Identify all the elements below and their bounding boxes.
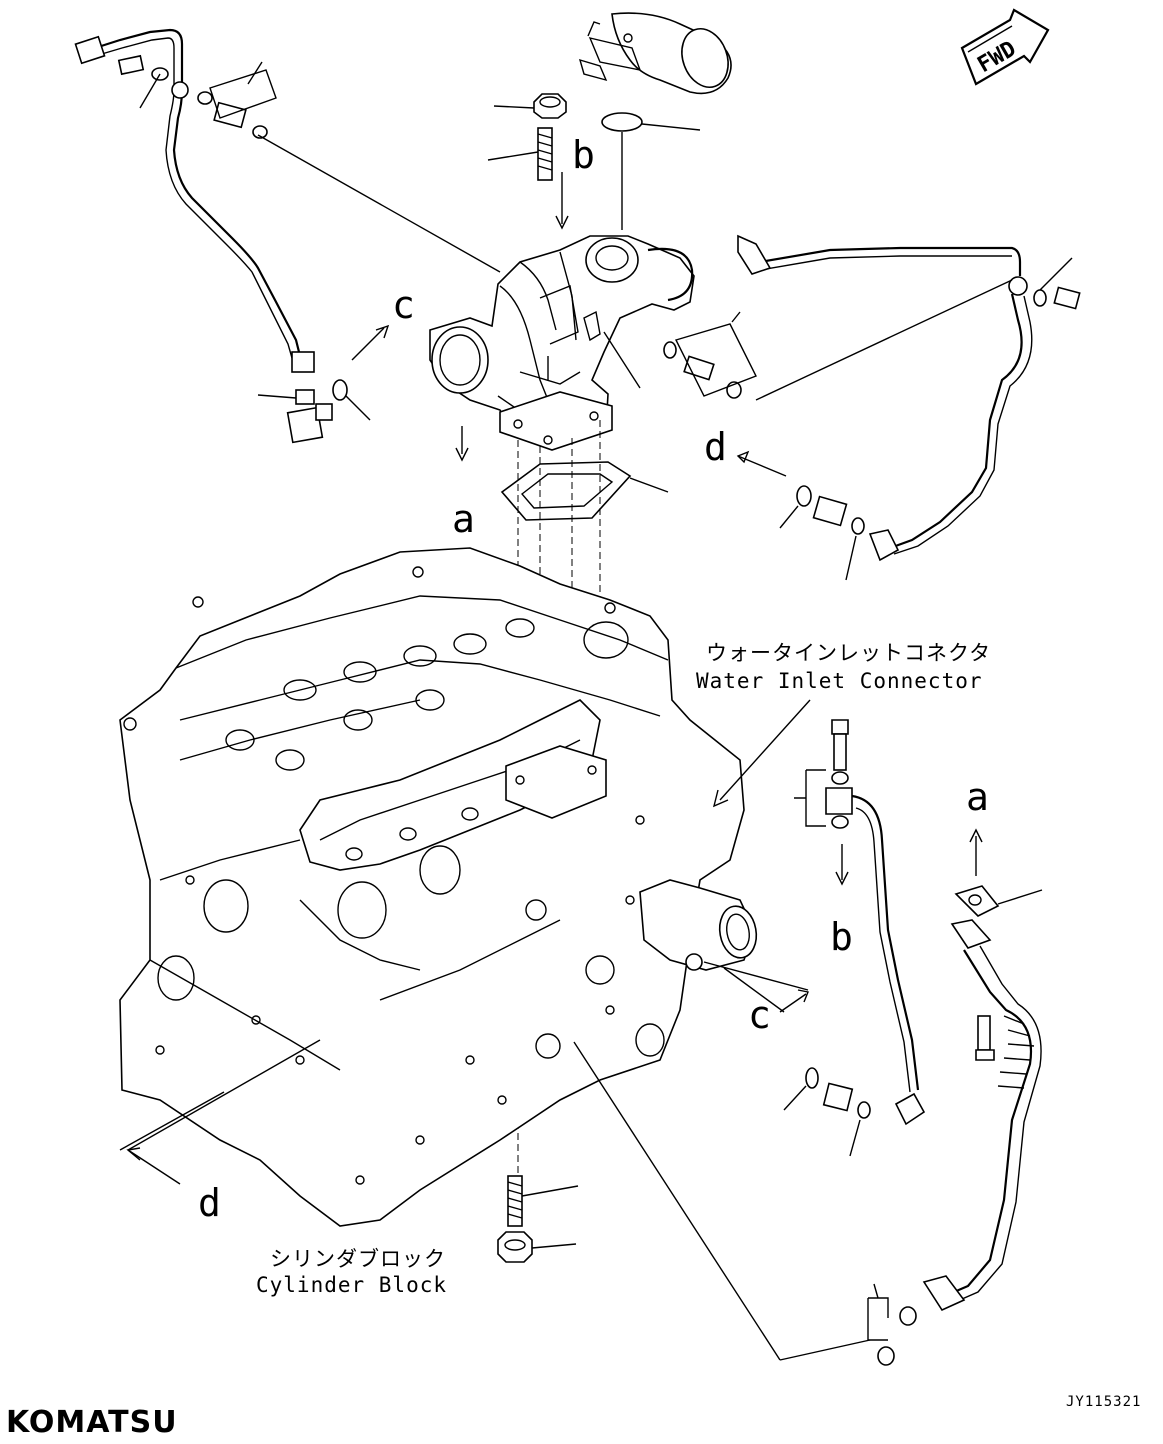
view-label-c-left: c	[392, 283, 415, 327]
intake-elbow-hose	[578, 12, 732, 95]
cylinder-block	[119, 547, 809, 1361]
turbo-stud-bottom	[497, 1175, 579, 1263]
forward-arrow-tag: FWD	[960, 8, 1050, 86]
water-tube-right	[783, 719, 926, 1157]
turbocharger	[257, 134, 695, 451]
view-label-a-top: a	[452, 497, 475, 541]
view-label-c-bottom: c	[748, 993, 771, 1037]
oil-pipe-right	[663, 234, 1081, 581]
cylinder-block-caption-en: Cylinder Block	[256, 1273, 447, 1297]
view-label-b-right: b	[830, 915, 853, 959]
drawing-code: JY115321	[1066, 1394, 1141, 1410]
turbo-stud-top	[487, 93, 701, 230]
oil-inlet-pipe-left	[74, 28, 371, 444]
water-inlet-caption-jp: ウォータインレットコネクタ	[706, 641, 991, 665]
view-label-a-right: a	[966, 775, 989, 819]
view-label-b-top: b	[572, 133, 595, 177]
komatsu-logo: KOMATSU	[6, 1405, 178, 1440]
view-label-d-bottom: d	[198, 1181, 221, 1225]
oil-drain-tube	[779, 828, 1043, 1366]
view-arrows	[119, 172, 811, 1185]
water-inlet-caption-en: Water Inlet Connector	[696, 669, 983, 693]
view-label-d-right: d	[704, 425, 727, 469]
cylinder-block-caption-jp: シリンダブロック	[270, 1247, 446, 1271]
